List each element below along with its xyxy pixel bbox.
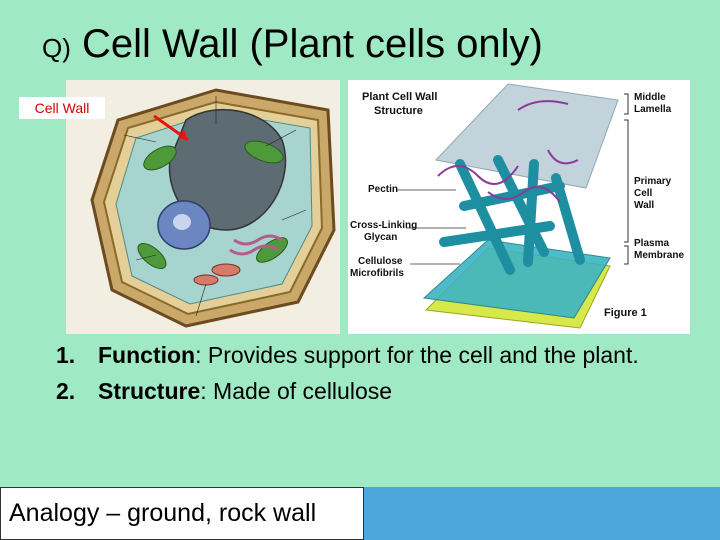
label-plasma-line1: Plasma [634,238,669,249]
diagram-title-line2: Structure [374,105,423,117]
point-term: Structure [98,378,201,404]
point-text: : Made of cellulose [200,378,393,404]
list-number: 2. [56,378,76,404]
plant-cell-drawing [90,88,336,328]
label-pectin: Pectin [368,184,398,195]
label-middle-line2: Lamella [634,104,672,115]
label-cellulose-line1: Cellulose [358,256,403,267]
cell-wall-callout: Cell Wall [19,97,105,119]
list-item-structure: 2. Structure: Made of cellulose [56,376,676,406]
key-points-list: 1. Function: Provides support for the ce… [56,340,676,412]
figure-number-label: Figure 1 [604,307,647,319]
plant-cell-illustration [66,80,340,334]
cell-wall-structure-drawing: Plant Cell Wall Structure Pectin Cross-L… [350,83,684,329]
label-middle-line1: Middle [634,92,666,103]
point-term: Function [98,342,196,368]
analogy-box: Analogy – ground, rock wall [0,487,364,540]
diagram-title-line1: Plant Cell Wall [362,91,437,103]
cell-wall-structure-diagram: Plant Cell Wall Structure Pectin Cross-L… [348,80,690,334]
list-number: 1. [56,342,76,368]
title-main: Cell Wall (Plant cells only) [82,22,543,66]
label-crosslinking-line1: Cross-Linking [350,220,417,231]
slide-title: Q) Cell Wall (Plant cells only) [42,22,543,67]
title-prefix: Q) [42,33,71,63]
label-crosslinking-line2: Glycan [364,232,397,243]
list-item-function: 1. Function: Provides support for the ce… [56,340,676,370]
label-primary-line3: Wall [634,200,654,211]
label-plasma-line2: Membrane [634,250,684,261]
label-primary-line2: Cell [634,188,653,199]
point-text: : Provides support for the cell and the … [195,342,639,368]
label-primary-line1: Primary [634,176,672,187]
label-cellulose-line2: Microfibrils [350,268,404,279]
